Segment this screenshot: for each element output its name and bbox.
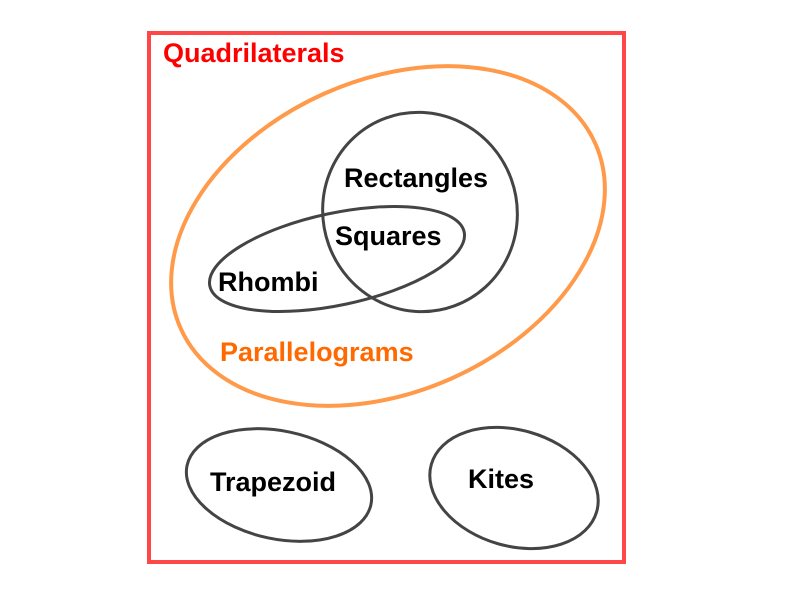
kites-ellipse xyxy=(428,425,600,551)
kites-label: Kites xyxy=(468,464,534,494)
rectangles-ellipse xyxy=(321,110,519,314)
rhombi-ellipse xyxy=(207,205,467,313)
squares-label: Squares xyxy=(335,221,442,251)
trapezoid-ellipse xyxy=(184,427,374,543)
parallelograms-label: Parallelograms xyxy=(220,337,414,367)
rectangles-label: Rectangles xyxy=(344,163,488,193)
rhombi-label: Rhombi xyxy=(218,267,319,297)
trapezoid-label: Trapezoid xyxy=(210,467,336,497)
quadrilaterals-label: Quadrilaterals xyxy=(163,38,345,68)
parallelograms-ellipse xyxy=(169,64,607,408)
quadrilaterals-boundary xyxy=(147,31,626,564)
